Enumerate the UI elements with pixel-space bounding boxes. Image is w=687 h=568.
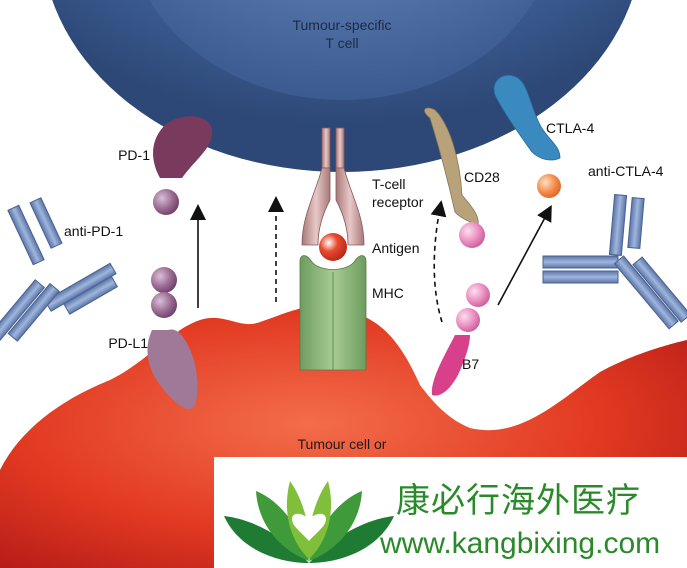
tcr-label-line2: receptor (372, 194, 424, 210)
tcr-left-body (301, 167, 331, 246)
ctla4-label: CTLA-4 (546, 120, 594, 136)
mhc: MHC (299, 255, 404, 371)
watermark-panel (214, 457, 687, 568)
t-cell-nucleus (149, 0, 535, 100)
t-cell-label-line2: T cell (325, 35, 358, 51)
cd28-head (459, 222, 485, 248)
tcr-right-chain (335, 127, 345, 169)
pdl1-ligand: PD-L1 (108, 267, 198, 409)
anti-pd1-antibody (0, 197, 119, 346)
pd1-stalk (153, 116, 213, 178)
anti-ctla4-arm-top-inner (627, 197, 645, 249)
anti-ctla4-label: anti-CTLA-4 (588, 163, 664, 179)
anti-pd1-arm-left-inner (29, 197, 63, 249)
ctla4-stalk (493, 74, 561, 161)
pd1-label: PD-1 (118, 147, 150, 163)
antigen (319, 233, 347, 261)
pd1-receptor: PD-1 (118, 116, 213, 215)
anti-ctla4-stem-inner (632, 256, 687, 323)
tcr-left-chain (321, 127, 331, 169)
tumour-label: Tumour cell or (298, 436, 387, 452)
anti-pd1-label: anti-PD-1 (64, 223, 123, 239)
cd28-stalk (424, 107, 479, 226)
pdl1-label: PD-L1 (108, 335, 148, 351)
cd28-receptor: CD28 (424, 107, 500, 248)
tcr-label-line1: T-cell (372, 176, 405, 192)
lotus-heart-icon (224, 481, 394, 563)
brand-name-cn: 康必行海外医疗 (396, 481, 641, 521)
brand-url[interactable]: www.kangbixing.com (380, 527, 661, 560)
b7-ball-bottom (456, 308, 480, 332)
tcr-right-body (335, 167, 365, 246)
pdl1-ball-top (151, 267, 177, 293)
anti-ctla4-antibody (542, 194, 687, 330)
anti-pd1-arm-right-inner (63, 275, 119, 315)
pdl1-stalk (147, 329, 198, 409)
t-cell-receptor: T-cell receptor (301, 127, 424, 246)
mhc-label: MHC (372, 285, 404, 301)
t-cell-label-line1: Tumour-specific (292, 17, 391, 33)
antigen-label: Antigen (372, 240, 419, 256)
pdl1-ball-bottom (151, 292, 177, 318)
anti-ctla4-arm-left-outer (542, 255, 619, 269)
cd28-label: CD28 (464, 169, 500, 185)
anti-pd1-stem-inner (7, 282, 60, 342)
b7-stalk (431, 335, 470, 396)
b7-label: B7 (462, 356, 479, 372)
anti-ctla4-stem-outer (613, 255, 679, 330)
b7-ball-top (466, 283, 490, 307)
b7-cd28-arrow (430, 200, 447, 323)
pd1-head (153, 189, 179, 215)
anti-ctla4-arm-left-inner (542, 270, 619, 284)
ctla4-head (537, 174, 561, 198)
anti-pd1-stem-outer (0, 279, 46, 346)
pdl1-cup (150, 319, 180, 333)
b7-ctla4-arrow (497, 204, 552, 306)
anti-ctla4-arm-top-outer (608, 194, 628, 256)
ctla4-receptor: CTLA-4 (493, 74, 594, 198)
b7-ligand: B7 (431, 283, 490, 396)
anti-pd1-arm-left (7, 204, 45, 266)
